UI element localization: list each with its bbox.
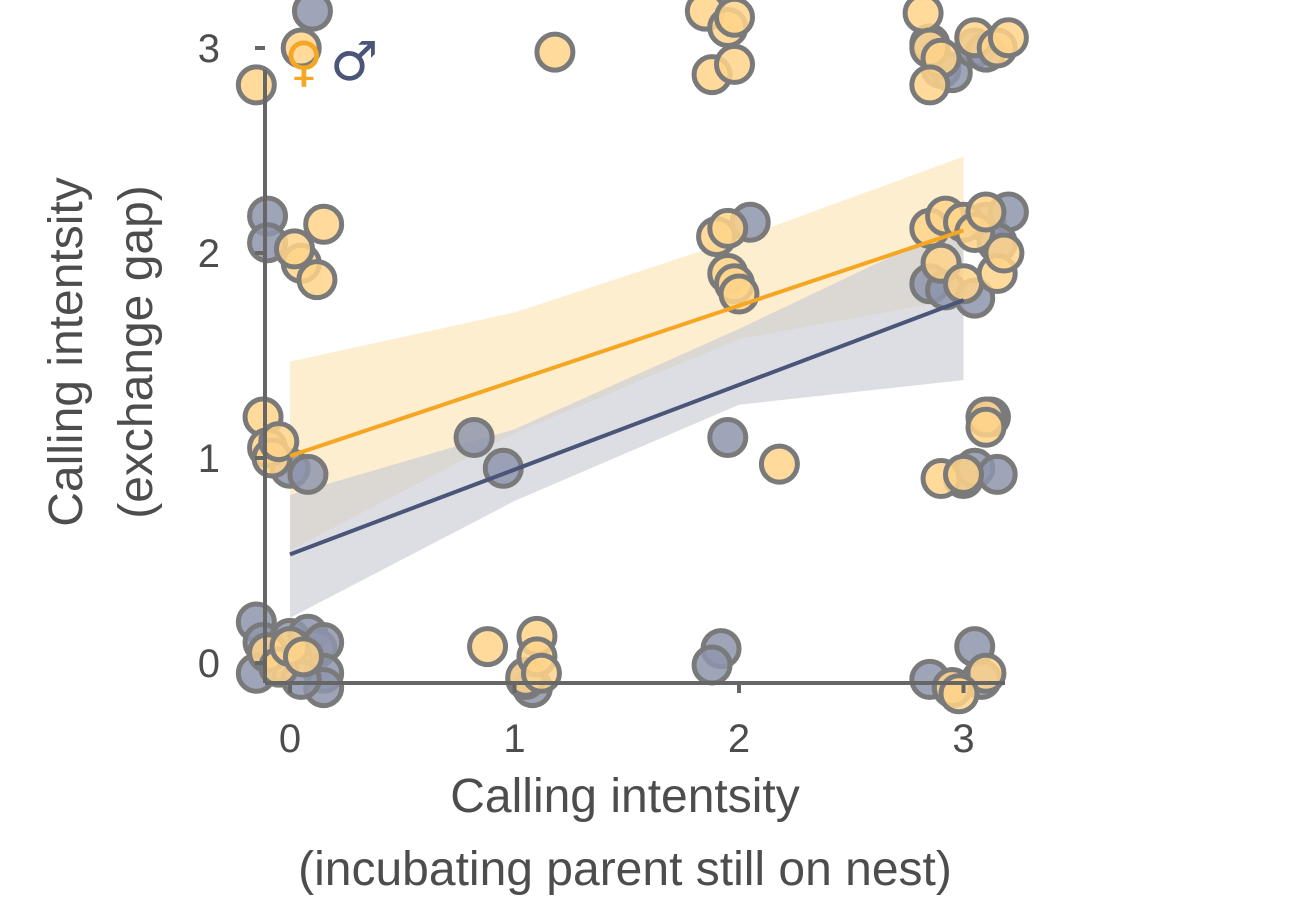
data-point-female: [965, 406, 1007, 448]
data-point-female: [282, 636, 324, 678]
x-tick-label: 0: [279, 717, 301, 761]
y-tick-label: 1: [198, 437, 220, 481]
data-point-female: [902, 0, 944, 34]
data-point-male: [453, 417, 495, 458]
data-point-female: [943, 453, 984, 495]
data-point-male: [707, 417, 749, 458]
y-axis-title-line-1: Calling intentsity: [40, 177, 93, 527]
data-point-female: [258, 421, 300, 463]
data-point-female: [296, 259, 338, 301]
x-axis-title-line-2: (incubating parent still on nest): [298, 843, 952, 896]
legend-male-symbol: ♂: [330, 30, 378, 93]
data-point-female: [303, 203, 345, 245]
data-point-female: [714, 0, 756, 38]
data-point-male: [291, 0, 333, 32]
data-point-male: [691, 644, 733, 686]
data-point-female: [467, 626, 509, 668]
data-point-female: [235, 64, 277, 106]
fit-line-female: [289, 228, 965, 458]
data-point-female: [707, 207, 749, 249]
x-ticks: 0 1 2 3: [279, 683, 975, 761]
confidence-bands: [290, 156, 964, 618]
y-axis-title-line-2: (exchange gap): [110, 185, 163, 519]
x-tick-label: 3: [952, 717, 974, 761]
legend-female-symbol: ♀: [284, 30, 324, 93]
fit-line-male: [289, 298, 965, 557]
data-point-male: [287, 453, 329, 495]
data-point-female: [965, 191, 1007, 233]
y-ticks: 0 1 2 3: [198, 27, 265, 686]
data-point-female: [987, 17, 1029, 59]
data-point-male: [976, 453, 1018, 495]
data-point-female: [983, 232, 1025, 274]
data-point-female: [273, 228, 315, 270]
data-point-female: [758, 443, 800, 485]
confidence-band-male: [290, 222, 964, 618]
legend: ♀ ♂: [284, 30, 378, 93]
x-tick-label: 1: [503, 717, 525, 761]
x-tick-label: 2: [728, 717, 750, 761]
data-point-female: [714, 43, 756, 85]
data-point-female: [943, 263, 984, 305]
data-point-female: [280, 27, 322, 69]
data-points: [235, 0, 1029, 715]
y-tick-label: 0: [198, 642, 220, 686]
regression-lines: [289, 228, 965, 557]
data-point-female: [909, 64, 951, 106]
y-tick-label: 3: [198, 27, 220, 71]
data-point-female: [534, 31, 576, 73]
axes: [263, 70, 1005, 685]
y-axis-title: Calling intentsity (exchange gap): [40, 177, 163, 527]
x-axis-title-line-1: Calling intentsity: [450, 770, 800, 823]
data-point-female: [520, 652, 562, 694]
y-tick-label: 2: [198, 232, 220, 276]
